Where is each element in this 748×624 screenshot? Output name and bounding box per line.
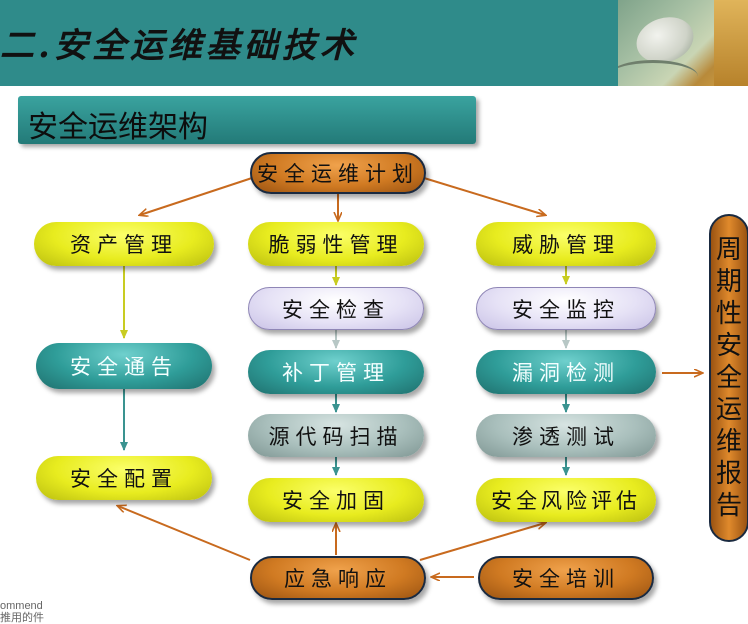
periodic-report-box: 周 期 性 安 全 运 维 报 告 <box>709 214 748 542</box>
arrow-emergency-config <box>118 506 251 561</box>
node-security-training: 安全培训 <box>478 556 654 600</box>
report-char: 周 <box>715 235 742 265</box>
arrow-plan-threat <box>423 177 545 215</box>
mouse-cord <box>618 60 698 86</box>
page-title: 二.安全运维基础技术 <box>0 26 358 66</box>
photo-accent <box>714 0 748 86</box>
node-security-monitor: 安全监控 <box>476 287 656 330</box>
report-char: 安 <box>715 331 742 361</box>
report-char: 维 <box>715 427 742 457</box>
report-char: 运 <box>715 395 742 425</box>
footer-line-1: ommend <box>0 600 43 612</box>
header-photo <box>618 0 748 86</box>
footer-text: ommend 推用的件 <box>0 600 44 624</box>
node-risk-assessment: 安全风险评估 <box>476 478 656 522</box>
node-vulnerability-detection: 漏洞检测 <box>476 350 656 394</box>
section-title-box: 安全运维架构 <box>18 96 476 144</box>
report-char: 期 <box>715 267 742 297</box>
report-char: 性 <box>715 299 742 329</box>
footer-line-2: 推用的件 <box>0 612 44 624</box>
report-char: 全 <box>715 363 742 393</box>
node-source-code-scan: 源代码扫描 <box>248 414 424 457</box>
report-char: 报 <box>715 459 742 489</box>
node-threat-management: 威胁管理 <box>476 222 656 266</box>
section-title: 安全运维架构 <box>28 111 208 144</box>
header-bar: 二.安全运维基础技术 <box>0 0 748 86</box>
node-security-ops-plan: 安全运维计划 <box>250 152 426 194</box>
node-penetration-test: 渗透测试 <box>476 414 656 457</box>
node-vulnerability-management: 脆弱性管理 <box>248 222 424 266</box>
arrow-emergency-risk <box>419 523 545 561</box>
node-security-notice: 安全通告 <box>36 343 212 389</box>
report-char: 告 <box>715 491 742 521</box>
arrow-plan-asset <box>140 177 253 215</box>
node-asset-management: 资产管理 <box>34 222 214 266</box>
node-security-hardening: 安全加固 <box>248 478 424 522</box>
node-emergency-response: 应急响应 <box>250 556 426 600</box>
node-security-config: 安全配置 <box>36 456 212 500</box>
node-patch-management: 补丁管理 <box>248 350 424 394</box>
node-security-check: 安全检查 <box>248 287 424 330</box>
